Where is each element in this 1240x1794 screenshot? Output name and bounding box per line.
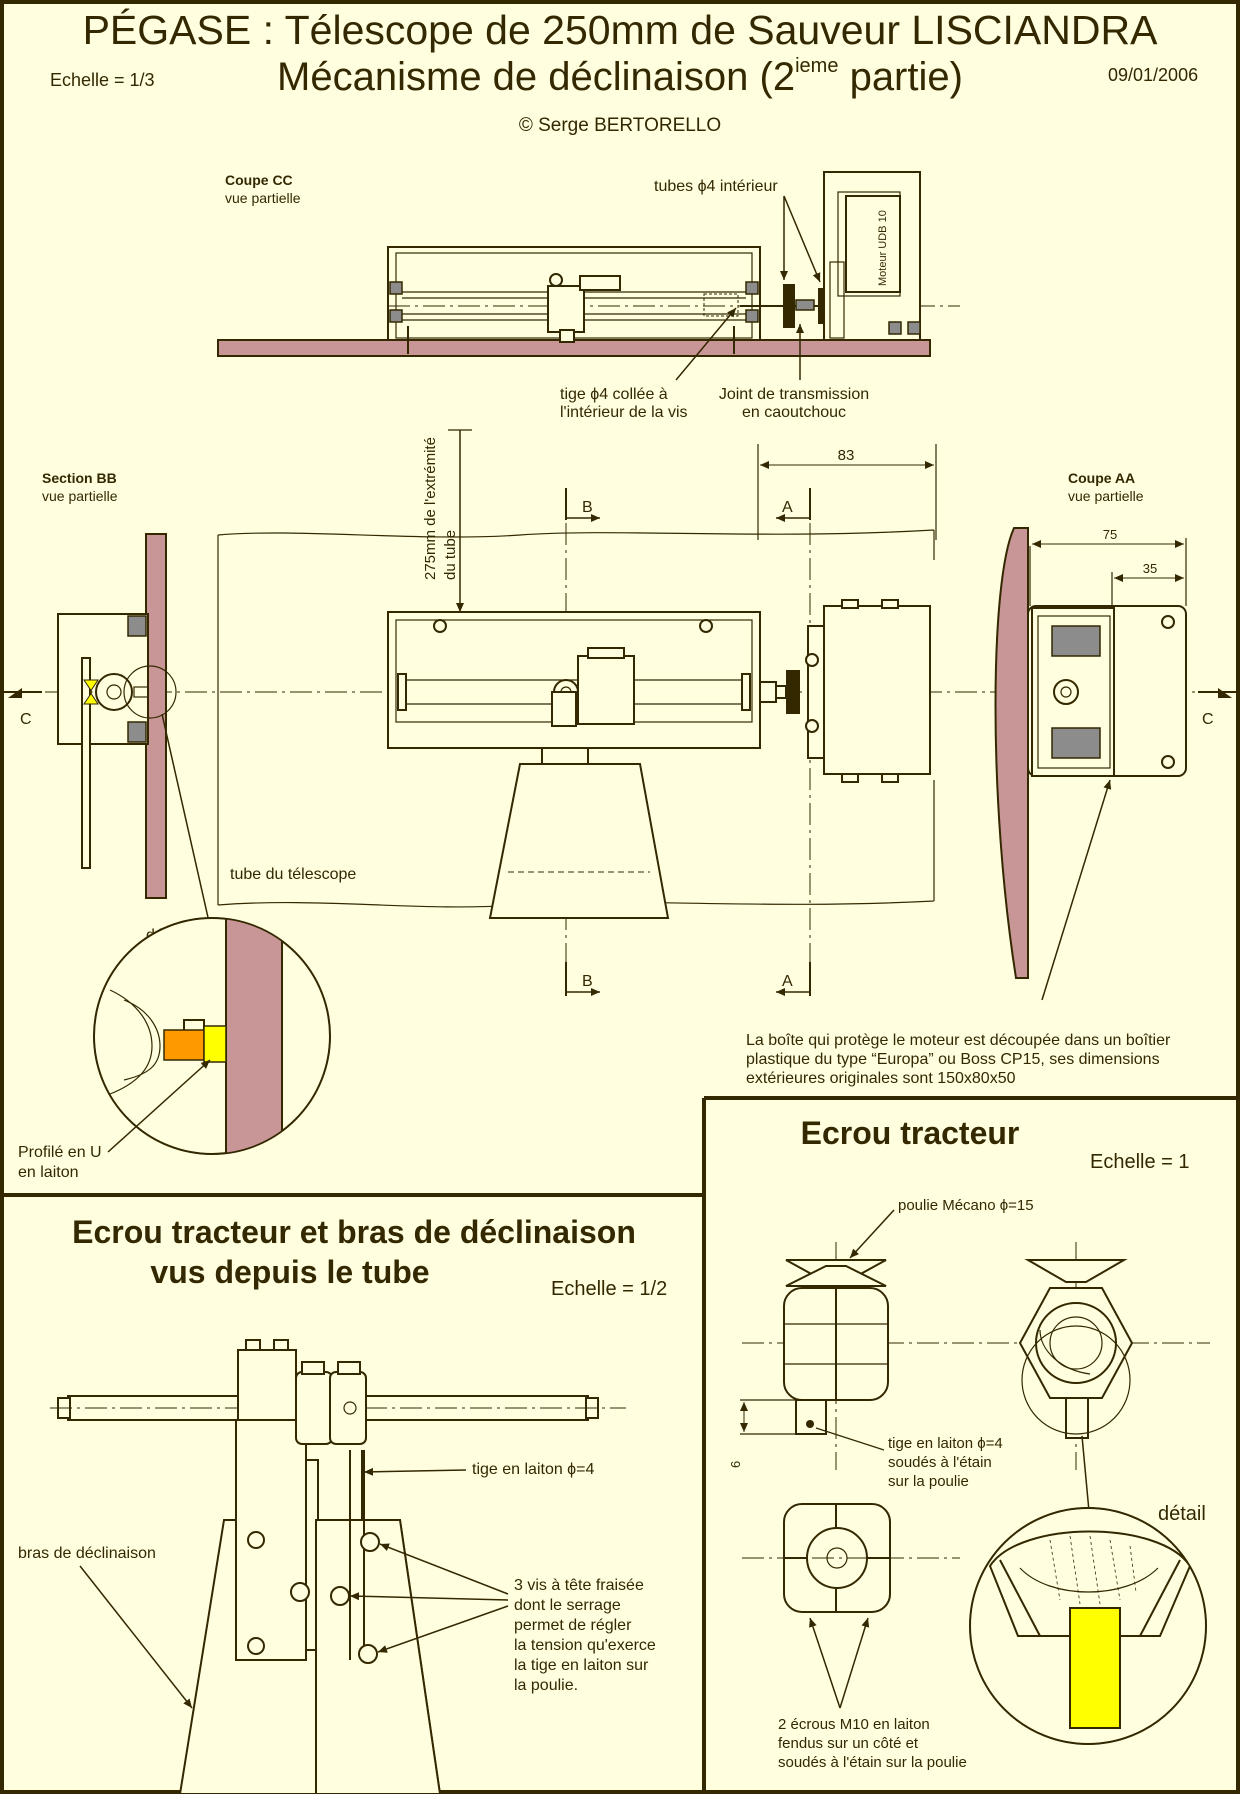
detail-circle-marker: [123, 665, 177, 719]
br-detail-bubble: [969, 1507, 1207, 1745]
subtitle-main: Mécanisme de déclinaison (2: [277, 55, 795, 99]
declination-arm-front: [488, 763, 670, 919]
coupe-aa-title: Coupe AA: [1068, 470, 1135, 486]
bl-nut-1: [295, 1371, 333, 1445]
bl-vis-label-6: la poulie.: [514, 1677, 578, 1694]
page-title: PÉGASE : Télescope de 250mm de Sauveur L…: [83, 7, 1159, 53]
motor-label: Moteur UDB 10: [877, 210, 889, 286]
marker-c-left: C: [20, 711, 32, 728]
bl-title-1: Ecrou tracteur et bras de déclinaison: [72, 1214, 636, 1250]
coupe-aa-wood: [994, 527, 1029, 979]
br-ecrous-label-2: fendus sur un côté et: [778, 1735, 919, 1752]
bl-nut-2: [329, 1371, 367, 1445]
br-poulie-label: poulie Mécano ϕ=15: [898, 1197, 1034, 1214]
box-note-1: La boîte qui protège le moteur est décou…: [746, 1032, 1171, 1049]
br-title: Ecrou tracteur: [801, 1115, 1020, 1151]
br-pulley-front: [1024, 1259, 1128, 1283]
bl-vis-label-4: la tension qu'exerce: [514, 1637, 656, 1654]
carriage-front: [577, 655, 635, 725]
br-dim-6-label: 6: [728, 1461, 743, 1468]
joint-label-2: en caoutchouc: [742, 404, 846, 421]
dim-275-label-2: du tube: [442, 530, 459, 580]
br-scale: Echelle = 1: [1090, 1151, 1190, 1173]
box-note-2: plastique du type “Europa” ou Boss CP15,…: [746, 1051, 1160, 1068]
tubes-arrow-2: [783, 195, 821, 283]
bl-bras-arrow: [79, 1565, 193, 1709]
br-tige-label-2: soudés à l'étain: [888, 1454, 992, 1471]
dim-75-label: 75: [1103, 527, 1117, 542]
dim-275-label-1: 275mm de l'extrémité: [422, 437, 439, 580]
tube-label: tube du télescope: [230, 866, 356, 883]
subtitle-end: partie): [838, 55, 963, 99]
br-ecrous-label-3: soudés à l'étain sur la poulie: [778, 1754, 967, 1771]
marker-a-bottom: A: [782, 973, 793, 990]
marker-a-top: A: [782, 499, 793, 516]
coupe-cc-sub: vue partielle: [225, 190, 301, 206]
dim-35-label: 35: [1143, 561, 1157, 576]
bl-tige-arrow: [363, 1467, 467, 1476]
box-note-arrow: [1041, 779, 1112, 1001]
br-tige-label-3: sur la poulie: [888, 1473, 969, 1490]
joint-label-1: Joint de transmission: [719, 386, 869, 403]
br-detail-label: détail: [1158, 1503, 1206, 1525]
bl-tige-label: tige en laiton ϕ=4: [472, 1461, 594, 1478]
section-bb-title: Section BB: [42, 470, 117, 486]
profile-label-1: Profilé en U: [18, 1144, 102, 1161]
br-poulie-arrow: [849, 1209, 895, 1259]
bottom-left-panel: Ecrou tracteur et bras de déclinaison vu…: [18, 1214, 667, 1794]
section-bb-sub: vue partielle: [42, 488, 118, 504]
bl-vis-label-2: dont le serrage: [514, 1597, 621, 1614]
carriage-top: [547, 285, 585, 333]
tubes-label: tubes ϕ4 intérieur: [654, 178, 778, 195]
marker-b-top: B: [582, 499, 593, 516]
bl-scale: Echelle = 1/2: [551, 1278, 667, 1300]
date-label: 09/01/2006: [1108, 65, 1198, 85]
coupe-cc-view: Coupe CC vue partielle Moteur UDB 10: [217, 171, 960, 421]
copyright: © Serge BERTORELLO: [519, 115, 721, 136]
bl-vis-label-1: 3 vis à tête fraisée: [514, 1577, 644, 1594]
marker-b-bottom: B: [582, 973, 593, 990]
profile-arrow: [107, 1059, 211, 1153]
br-tige-label-1: tige en laiton ϕ=4: [888, 1435, 1003, 1452]
br-detail-marker: [1021, 1325, 1131, 1435]
tige-label-2: l'intérieur de la vis: [560, 404, 688, 421]
coupe-aa-sub: vue partielle: [1068, 488, 1144, 504]
page-subtitle: Mécanisme de déclinaison (2ieme partie): [277, 55, 963, 99]
box-note-3: extérieures originales sont 150x80x50: [746, 1070, 1016, 1087]
bottom-right-panel: Ecrou tracteur Echelle = 1 poulie Mécano…: [728, 1115, 1210, 1771]
bl-vis-label-3: permet de régler: [514, 1617, 632, 1634]
tige-arrow: [675, 307, 737, 381]
bl-bras-label: bras de déclinaison: [18, 1545, 156, 1562]
main-view: Section BB vue partielle Coupe AA vue pa…: [4, 429, 1236, 1181]
profile-label-2: en laiton: [18, 1164, 79, 1181]
subtitle-sup: ieme: [795, 55, 838, 77]
header: PÉGASE : Télescope de 250mm de Sauveur L…: [50, 7, 1198, 136]
coupe-cc-title: Coupe CC: [225, 172, 293, 188]
dim-83-label: 83: [838, 447, 855, 464]
tige-label-1: tige ϕ4 collée à: [560, 386, 668, 403]
br-ecrous-label-1: 2 écrous M10 en laiton: [778, 1716, 930, 1733]
detail-bubble-left: [93, 917, 331, 1155]
motor-box-front: [823, 605, 931, 775]
scale-label: Echelle = 1/3: [50, 70, 155, 90]
marker-c-right: C: [1202, 711, 1214, 728]
bl-title-2: vus depuis le tube: [150, 1254, 429, 1290]
bl-vis-label-5: la tige en laiton sur: [514, 1657, 649, 1674]
